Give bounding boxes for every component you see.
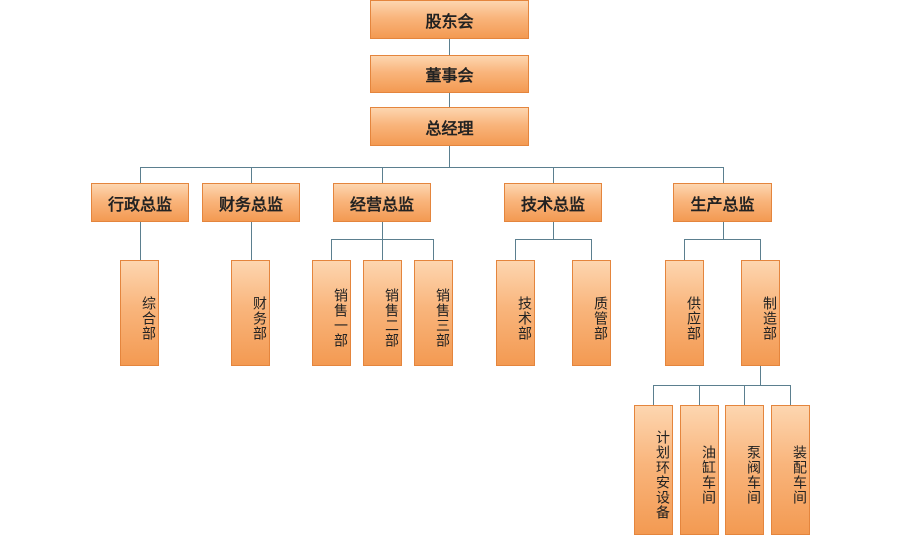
node-dept-tech: 技术部 (496, 260, 535, 366)
node-dept-general-affairs: 综合部 (120, 260, 159, 366)
node-dept-sales-2: 销售二部 (363, 260, 402, 366)
connector (251, 167, 252, 183)
connector (553, 167, 554, 183)
node-director-tech: 技术总监 (504, 183, 602, 222)
node-director-sales: 经营总监 (333, 183, 431, 222)
connector (382, 167, 383, 183)
node-general-manager: 总经理 (370, 107, 529, 146)
node-dept-finance: 财务部 (231, 260, 270, 366)
connector (140, 222, 141, 260)
connector (140, 167, 724, 168)
node-workshop-pump-valve: 泵阀车间 (725, 405, 764, 535)
node-workshop-cylinder: 油缸车间 (680, 405, 719, 535)
connector (790, 385, 791, 405)
connector (760, 239, 761, 260)
connector (449, 39, 450, 55)
connector (382, 239, 383, 260)
node-director-finance: 财务总监 (202, 183, 300, 222)
node-director-admin: 行政总监 (91, 183, 189, 222)
node-workshop-planning: 计划环安设备 (634, 405, 673, 535)
connector (653, 385, 791, 386)
connector (515, 239, 516, 260)
node-board: 董事会 (370, 55, 529, 93)
connector (684, 239, 685, 260)
connector (382, 222, 383, 239)
connector (760, 366, 761, 385)
node-dept-sales-1: 销售一部 (312, 260, 351, 366)
connector (449, 146, 450, 168)
connector (553, 222, 554, 239)
node-shareholders: 股东会 (370, 0, 529, 39)
connector (515, 239, 592, 240)
node-dept-quality: 质管部 (572, 260, 611, 366)
node-workshop-assembly: 装配车间 (771, 405, 810, 535)
connector (744, 385, 745, 405)
connector (723, 222, 724, 239)
connector (433, 239, 434, 260)
connector (653, 385, 654, 405)
connector (449, 93, 450, 107)
node-dept-manufacturing: 制造部 (741, 260, 780, 366)
connector (591, 239, 592, 260)
connector (723, 167, 724, 183)
connector (684, 239, 761, 240)
node-dept-supply: 供应部 (665, 260, 704, 366)
connector (699, 385, 700, 405)
node-director-production: 生产总监 (673, 183, 772, 222)
connector (251, 222, 252, 260)
connector (331, 239, 332, 260)
connector (140, 167, 141, 183)
node-dept-sales-3: 销售三部 (414, 260, 453, 366)
